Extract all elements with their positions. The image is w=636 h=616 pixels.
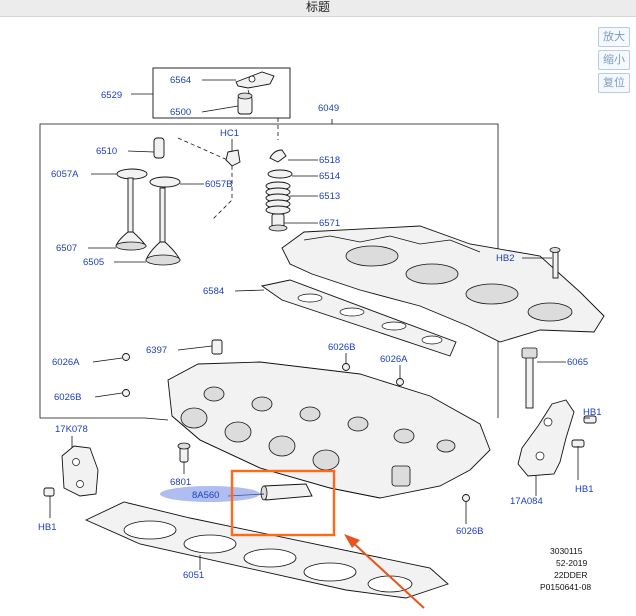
label-6057a[interactable]: 6057A xyxy=(51,169,79,180)
plug-6026b-top xyxy=(342,363,350,371)
window-title: 标题 xyxy=(305,0,330,14)
core-plug-part xyxy=(260,483,313,501)
label-6510[interactable]: 6510 xyxy=(96,146,117,157)
hb1-left-bolt xyxy=(43,487,55,497)
label-6397[interactable]: 6397 xyxy=(146,345,167,356)
head-gasket-part xyxy=(84,501,449,599)
lash-adjuster-part xyxy=(237,92,253,115)
label-6801[interactable]: 6801 xyxy=(170,477,191,488)
bracket-right-part xyxy=(517,399,575,477)
head-bolt-part xyxy=(521,347,538,409)
parts-diagram: 6529 6564 6500 6049 6510 HC1 6518 6057A … xyxy=(38,67,605,609)
retainer-part xyxy=(267,169,293,179)
diagram-code-line-1: 3030115 xyxy=(550,546,583,556)
label-6065[interactable]: 6065 xyxy=(567,357,588,368)
label-6026b-left[interactable]: 6026B xyxy=(54,392,81,403)
label-hb1-left[interactable]: HB1 xyxy=(38,522,56,533)
label-6529[interactable]: 6529 xyxy=(101,90,122,101)
label-6507[interactable]: 6507 xyxy=(56,243,77,254)
camshaft-housing-part xyxy=(281,225,605,343)
washer-a-part xyxy=(116,168,148,180)
hc1-dash xyxy=(177,137,233,221)
oil-jet-part xyxy=(177,442,191,463)
label-6564[interactable]: 6564 xyxy=(170,75,191,86)
cam-gasket-part xyxy=(260,279,457,357)
valve-spring-part xyxy=(265,181,291,215)
valve-seal-part xyxy=(153,137,165,159)
plug-6026a-right xyxy=(396,378,404,386)
zoom-in-button[interactable]: 放大 xyxy=(598,27,630,47)
rocker-group-frame xyxy=(152,67,291,119)
label-6051[interactable]: 6051 xyxy=(183,570,204,581)
label-highlight xyxy=(160,486,260,502)
window-titlebar: 标题 xyxy=(0,0,636,17)
label-6584[interactable]: 6584 xyxy=(203,286,224,297)
label-6505[interactable]: 6505 xyxy=(83,257,104,268)
cylinder-head-part xyxy=(167,361,491,499)
label-6057b[interactable]: 6057B xyxy=(205,179,232,190)
label-6049[interactable]: 6049 xyxy=(318,103,339,114)
label-hc1[interactable]: HC1 xyxy=(220,128,239,139)
label-6026b-bottom[interactable]: 6026B xyxy=(456,526,483,537)
label-6518[interactable]: 6518 xyxy=(319,155,340,166)
intake-valve-part xyxy=(145,187,181,266)
label-6571[interactable]: 6571 xyxy=(319,218,340,229)
diagram-code-line-2: 52-2019 xyxy=(556,558,587,568)
plug-6026a-left xyxy=(122,353,130,361)
hc1-part xyxy=(225,149,241,167)
label-6026a-left[interactable]: 6026A xyxy=(52,357,80,368)
dowel-part xyxy=(211,339,223,355)
plug-6026b-bottom xyxy=(462,494,470,502)
label-17k078[interactable]: 17K078 xyxy=(55,424,88,435)
label-6026a-right[interactable]: 6026A xyxy=(380,354,408,365)
label-hb2[interactable]: HB2 xyxy=(496,253,514,264)
stem-seal-part xyxy=(268,213,288,232)
zoom-out-button[interactable]: 缩小 xyxy=(598,50,630,70)
exhaust-valve-part xyxy=(115,177,147,251)
hb2-bolt-part xyxy=(549,247,561,279)
label-8a560[interactable]: 8A560 xyxy=(192,490,219,501)
rocker-dash xyxy=(247,89,251,97)
diagram-code-line-3: 22DDER xyxy=(554,570,588,580)
highlight-box xyxy=(230,469,336,537)
bracket-left-part xyxy=(61,445,99,497)
label-6500[interactable]: 6500 xyxy=(170,107,191,118)
cylinder-head-frame-left xyxy=(39,119,333,419)
annotation-arrow xyxy=(344,534,425,609)
hb1-right-bolts xyxy=(571,415,597,448)
label-6514[interactable]: 6514 xyxy=(319,171,340,182)
label-hb1-right-top[interactable]: HB1 xyxy=(583,407,601,418)
rocker-arm-part xyxy=(235,71,275,89)
washer-b-part xyxy=(149,176,181,188)
label-6513[interactable]: 6513 xyxy=(319,191,340,202)
keeper-part xyxy=(269,149,287,163)
diagram-code-line-4: P0150641-08 xyxy=(540,582,591,592)
reset-view-button[interactable]: 复位 xyxy=(598,73,630,93)
label-6026b-top[interactable]: 6026B xyxy=(328,342,355,353)
label-17a084[interactable]: 17A084 xyxy=(510,496,543,507)
leader-lines xyxy=(49,79,590,570)
label-hb1-right-bottom[interactable]: HB1 xyxy=(575,484,593,495)
plug-6026b-left xyxy=(122,389,130,397)
